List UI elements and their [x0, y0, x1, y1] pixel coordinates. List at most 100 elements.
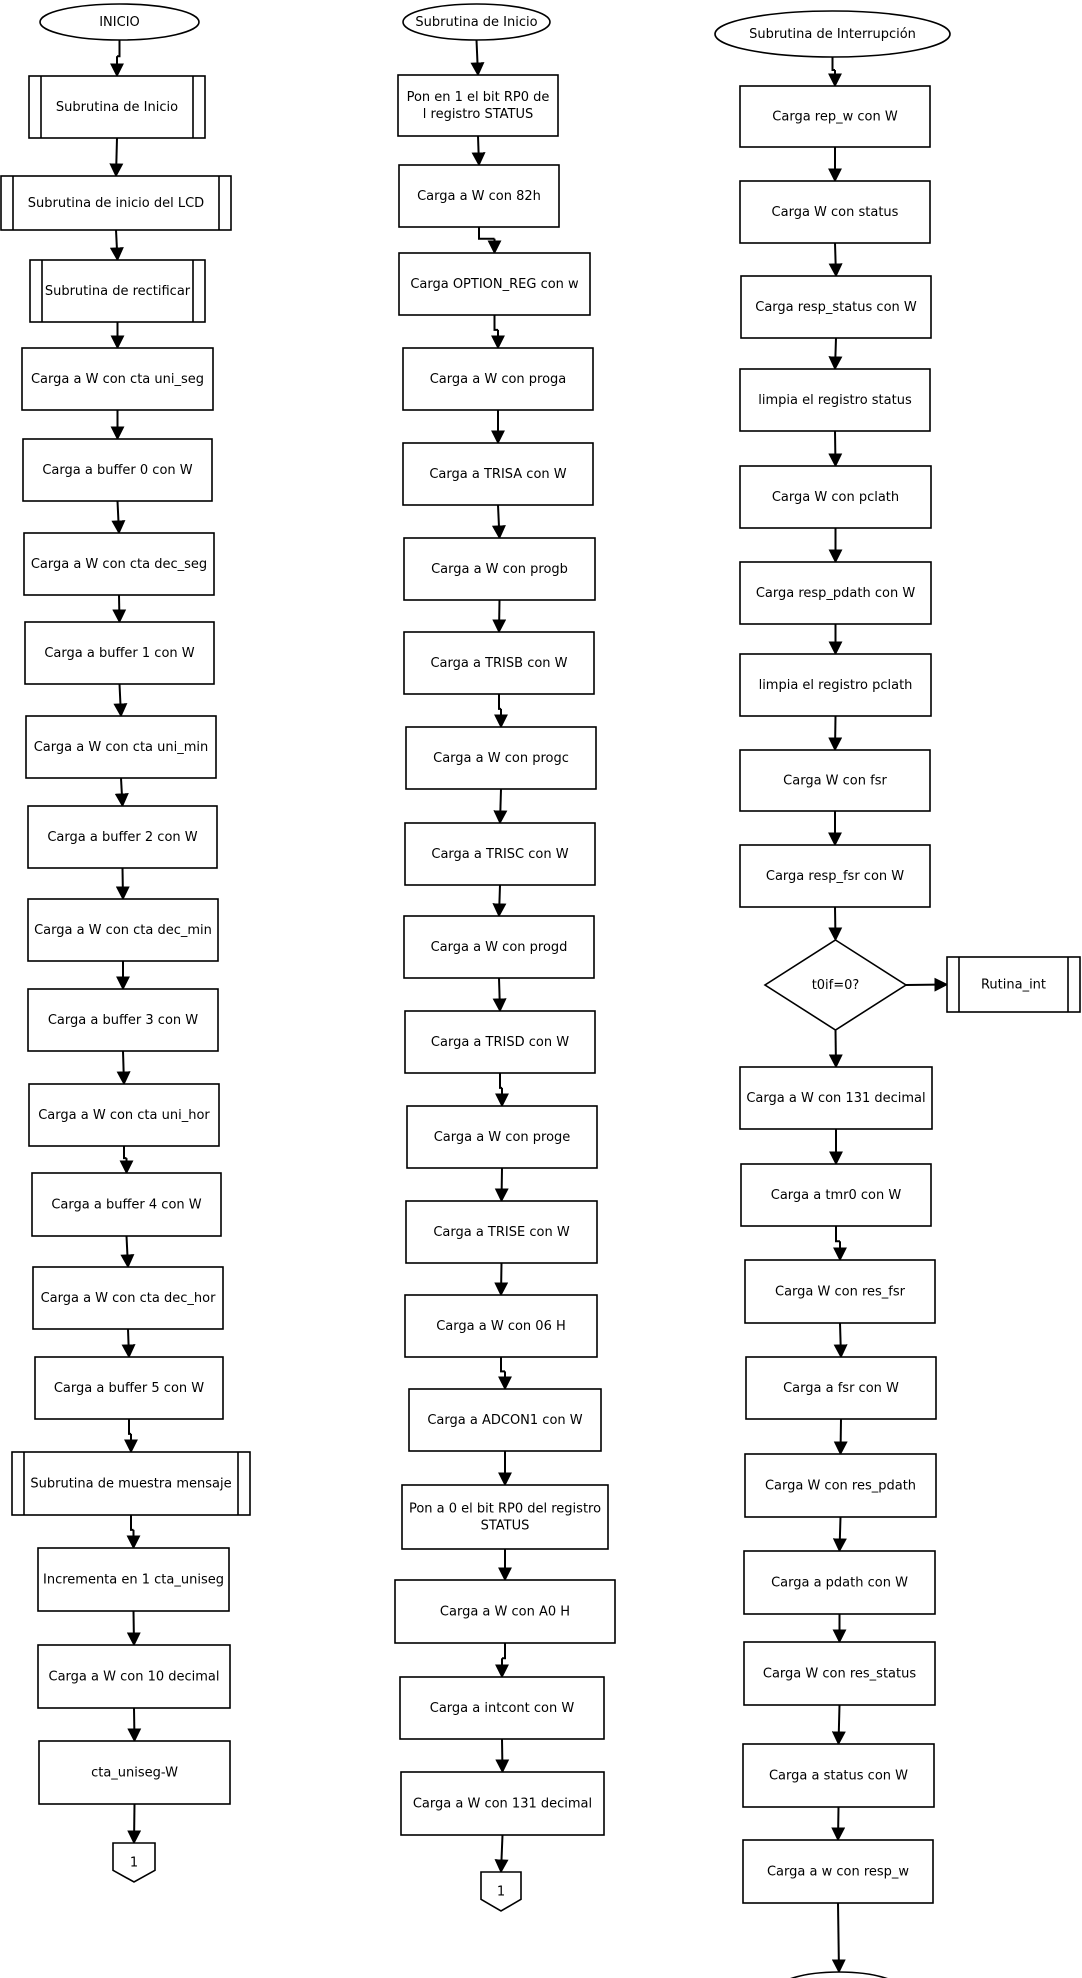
process-box [394, 1579, 616, 1644]
process-box [404, 1010, 596, 1074]
process-box [397, 74, 559, 137]
node-label: Subrutina de Inicio [415, 15, 537, 30]
process-box [739, 85, 931, 148]
process-limpia-el-registro-status: limpia el registro status [739, 368, 931, 432]
process-box [739, 465, 932, 529]
flow-arrow [828, 242, 843, 278]
process-box [28, 75, 206, 139]
terminal-inicio: INICIO [39, 3, 200, 41]
process-box [0, 175, 232, 231]
process-box [11, 1451, 251, 1516]
process-box [408, 1388, 602, 1452]
process-carga-a-buffer-5-con-w: Carga a buffer 5 con W [34, 1356, 224, 1420]
process-box [406, 1105, 598, 1169]
process-carga-a-w-con-131-decimal: Carga a W con 131 decimal [400, 1771, 605, 1836]
process-box [34, 1356, 224, 1420]
flow-arrow [828, 906, 843, 942]
terminal-regresa: regresa [790, 1971, 888, 1978]
process-box [742, 1743, 935, 1808]
node-label: Carga a W con progb [431, 562, 568, 577]
process-box [745, 1356, 937, 1420]
flow-arrow-bend [502, 1643, 506, 1660]
process-carga-a-w-con-progb: Carga a W con progb [403, 537, 596, 601]
node-label: Carga a w con resp_w [767, 1865, 909, 1880]
flow-arrow [116, 1050, 131, 1086]
process-box [27, 988, 219, 1052]
node-label: Carga a TRISC con W [431, 847, 568, 862]
process-carga-a-w-con-10-decimal: Carga a W con 10 decimal [37, 1644, 231, 1709]
process-carga-resp-status-con-w: Carga resp_status con W [740, 275, 932, 339]
node-label: Carga a tmr0 con W [771, 1188, 902, 1203]
process-carga-a-w-con-cta-dec-hor: Carga a W con cta dec_hor [32, 1266, 224, 1330]
node-label: Carga W con status [772, 205, 899, 220]
flow-arrow-bend [123, 1146, 127, 1160]
process-carga-a-w-con-progc: Carga a W con progc [405, 726, 597, 790]
process-carga-a-adcon1-con-w: Carga a ADCON1 con W [408, 1388, 602, 1452]
flow-arrow [115, 867, 130, 901]
process-carga-a-buffer-4-con-w: Carga a buffer 4 con W [31, 1172, 222, 1237]
node-label: limpia el registro pclath [759, 678, 913, 693]
process-box [404, 822, 596, 886]
process-carga-w-con-res-fsr: Carga W con res_fsr [744, 1259, 936, 1324]
subroutine-subrutina-de-muestra-mensaje: Subrutina de muestra mensaje [11, 1451, 251, 1516]
process-box [743, 1641, 936, 1706]
process-box [27, 805, 218, 869]
process-box [29, 259, 206, 323]
node-label: Carga resp_status con W [755, 300, 917, 315]
node-label: Carga a status con W [769, 1769, 908, 1784]
node-label: Carga W con res_fsr [775, 1285, 906, 1300]
node-label: limpia el registro status [758, 393, 912, 408]
node-label: Carga a W con 06 H [436, 1319, 566, 1334]
flow-arrow [127, 1803, 142, 1845]
node-label: Carga OPTION_REG con w [410, 277, 579, 292]
process-box [739, 180, 931, 244]
connector-subrutina-inicio: 1 [480, 1871, 522, 1912]
terminal-subrutina-de-inicio: Subrutina de Inicio [402, 3, 551, 41]
flow-arrow [114, 777, 129, 808]
process-box [37, 1547, 230, 1612]
process-carga-a-w-con-82h: Carga a W con 82h [398, 164, 560, 228]
node-label: Carga a pdath con W [771, 1576, 908, 1591]
node-label: Carga a TRISE con W [433, 1225, 569, 1240]
node-label: Carga W con res_status [763, 1667, 916, 1682]
process-box [743, 1550, 936, 1615]
process-incrementa-en-1-cta-uniseg: Incrementa en 1 cta_uniseg [37, 1547, 230, 1612]
process-carga-a-trisa-con-w: Carga a TRISA con W [402, 442, 594, 506]
node-label: Carga a W con cta dec_min [34, 923, 212, 938]
flow-arrow-bend [499, 1073, 502, 1089]
node-label: Carga a W con proge [434, 1130, 571, 1145]
terminal-subrutina-de-interrupcion: Subrutina de Interrupción [714, 10, 951, 58]
process-carga-a-intcont-con-w: Carga a intcont con W [399, 1676, 605, 1740]
flow-arrow-bend [498, 694, 501, 710]
process-limpia-el-registro-pclath: limpia el registro pclath [739, 653, 932, 717]
node-label-line: Pon en 1 el bit RP0 de [407, 90, 550, 105]
node-label: cta_uniseg-W [91, 1766, 178, 1781]
flow-arrow [831, 1806, 846, 1842]
node-label: Carga a buffer 1 con W [44, 646, 194, 661]
flow-arrow-bend [831, 57, 835, 72]
process-carga-w-con-res-pdath: Carga W con res_pdath [744, 1453, 937, 1518]
process-carga-a-w-con-progd: Carga a W con progd [403, 915, 595, 979]
flow-arrow [828, 715, 843, 752]
process-carga-a-w-con-cta-uni-min: Carga a W con cta uni_min [25, 715, 217, 779]
process-carga-a-trise-con-w: Carga a TRISE con W [405, 1200, 598, 1264]
flow-arrow [120, 1235, 135, 1269]
process-carga-a-w-con-resp-w: Carga a w con resp_w [742, 1839, 934, 1904]
flow-arrow [831, 1902, 846, 1974]
process-carga-a-buffer-0-con-w: Carga a buffer 0 con W [22, 438, 213, 502]
process-box [25, 715, 217, 779]
process-box [401, 1484, 609, 1550]
process-box [27, 898, 219, 962]
process-box [740, 275, 932, 339]
node-label: Carga a W con 10 decimal [49, 1670, 220, 1685]
node-label: t0if=0? [812, 978, 860, 993]
terminal-shape [39, 3, 200, 41]
subroutine-subrutina-de-inicio-del-lcd: Subrutina de inicio del LCD [0, 175, 232, 231]
process-box [24, 621, 215, 685]
node-label: INICIO [99, 15, 140, 30]
node-label: 1 [497, 1885, 505, 1900]
process-cta-uniseg-w: cta_uniseg-W [38, 1740, 231, 1805]
process-box [28, 1083, 220, 1147]
flow-arrow [831, 1704, 846, 1746]
